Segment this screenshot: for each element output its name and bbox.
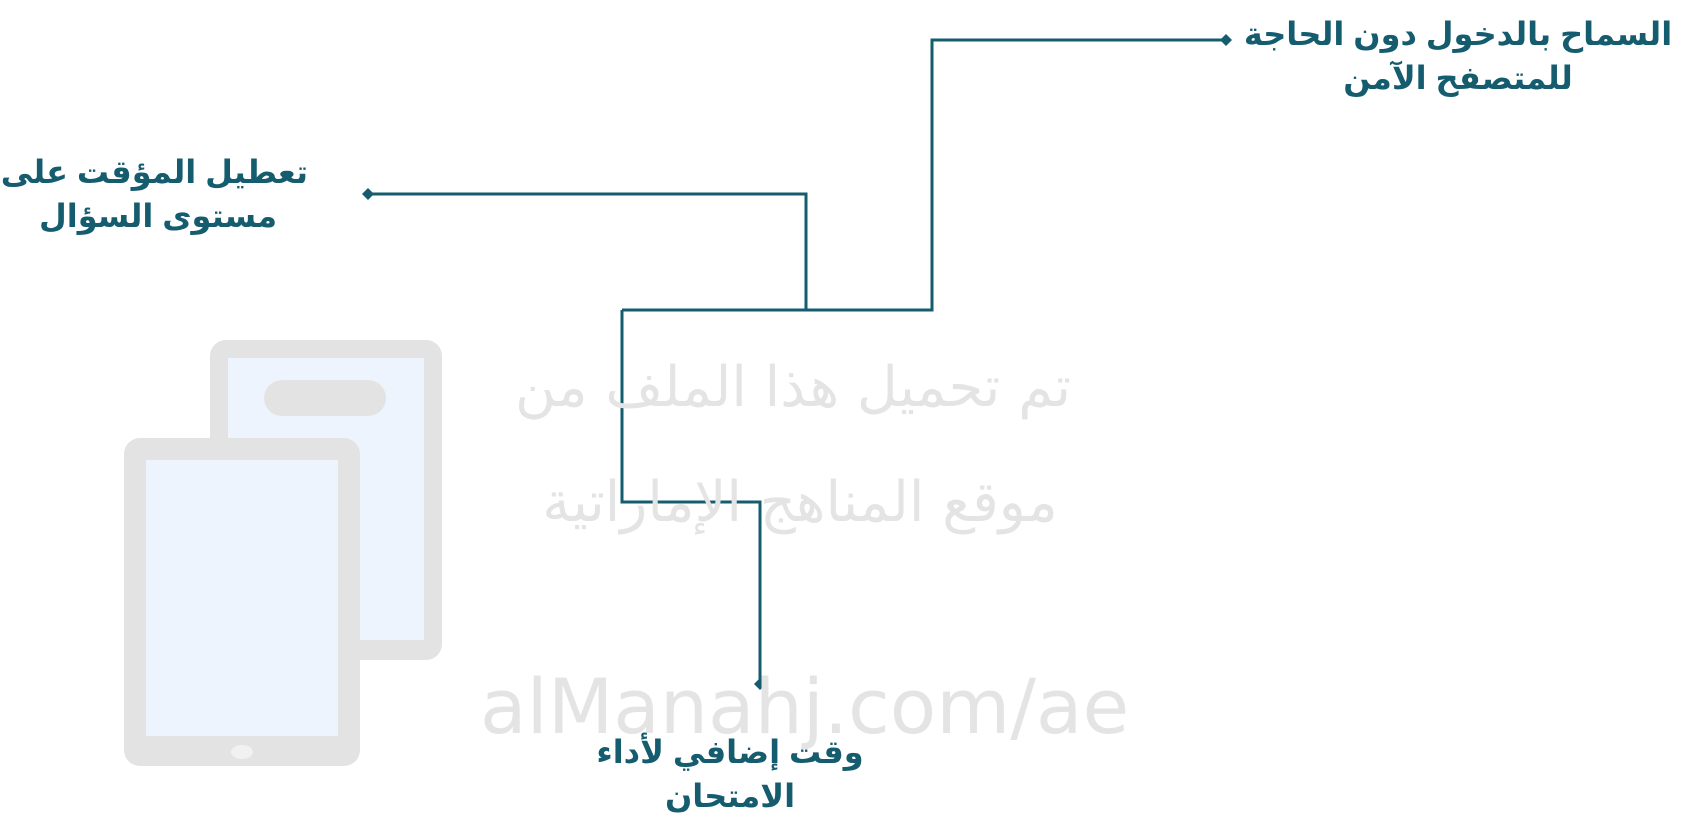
label-left: تعطيل المؤقت على مستوى السؤال — [0, 150, 308, 238]
connector-lines — [368, 38, 1226, 684]
watermark-line-1: تم تحميل هذا الملف من — [514, 355, 1072, 420]
label-top-right: السماح بالدخول دون الحاجة للمتصفح الآمن — [1238, 12, 1678, 100]
watermark-line-2: موقع المناهج الإماراتية — [542, 470, 1058, 535]
label-top-right-line-2: للمتصفح الآمن — [1343, 60, 1573, 96]
watermark-devices-icon — [124, 340, 442, 766]
marker-left — [362, 188, 374, 200]
connector-bottom — [620, 310, 762, 684]
label-left-line-2: مستوى السؤال — [38, 198, 278, 234]
watermark-url: alManahj.com/ae — [480, 662, 1130, 751]
connector-top-right — [622, 38, 1226, 312]
label-left-line-1: تعطيل المؤقت على — [0, 154, 308, 190]
marker-bottom — [754, 678, 766, 690]
label-bottom-line-1: وقت إضافي لأداء — [596, 734, 864, 770]
marker-top-right — [1220, 34, 1232, 46]
connector-left — [368, 192, 808, 310]
label-top-right-line-1: السماح بالدخول دون الحاجة — [1243, 16, 1673, 52]
label-bottom-line-2: الامتحان — [664, 778, 796, 814]
connector-markers — [362, 34, 1232, 690]
label-bottom: وقت إضافي لأداء الامتحان — [580, 730, 880, 818]
